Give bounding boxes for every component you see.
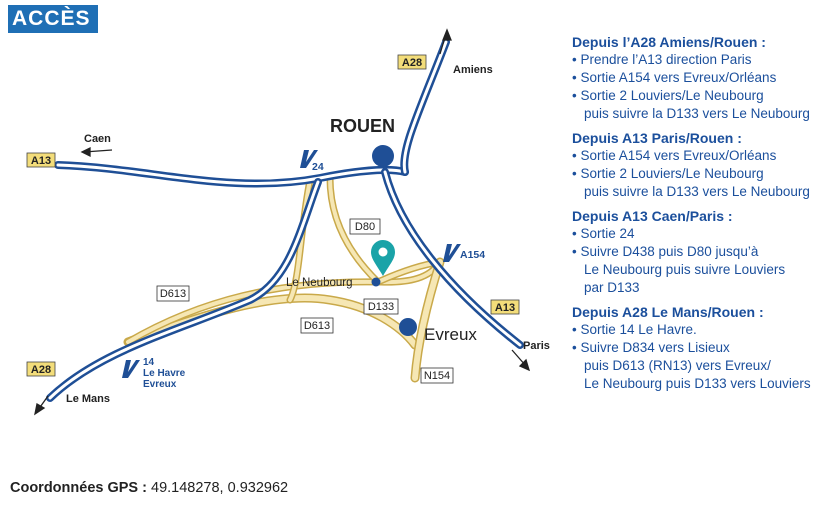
route-block: Depuis l’A28 Amiens/Rouen : • Prendre l’A…: [572, 33, 827, 123]
city-dot-rouen: [372, 145, 394, 167]
direction-label-le-mans: Le Mans: [66, 393, 110, 405]
exit-14-icon: 14 Le Havre Evreux: [122, 357, 186, 390]
exit-24-icon: 24: [300, 150, 324, 173]
label-d80: D80: [355, 221, 375, 233]
city-label-evreux: Evreux: [424, 325, 477, 344]
route-title: Depuis A13 Paris/Rouen :: [572, 130, 742, 146]
direction-label-caen: Caen: [84, 133, 111, 145]
directions-panel: Depuis l’A28 Amiens/Rouen : • Prendre l’A…: [572, 33, 827, 399]
route-step: • Sortie 2 Louviers/Le Neubourg puis sui…: [572, 88, 810, 121]
route-title: Depuis A13 Caen/Paris :: [572, 208, 733, 224]
gps-coordinates: Coordonnées GPS : 49.148278, 0.932962: [10, 480, 288, 496]
badge-a13-left: A13: [31, 155, 51, 167]
city-label-le-neubourg: Le Neubourg: [286, 277, 353, 289]
route-step: • Suivre D834 vers Lisieux puis D613 (RN…: [572, 340, 811, 391]
svg-text:Evreux: Evreux: [143, 379, 177, 390]
badge-a28-top: A28: [402, 57, 422, 69]
city-dot-evreux: [399, 318, 417, 336]
access-map: A28 A13 A13 A28 D80 D613 D613 D133 N154 …: [26, 28, 550, 416]
city-dot-le-neubourg: [371, 277, 381, 287]
page-title: ACCÈS: [8, 5, 98, 33]
svg-text:14: 14: [143, 357, 155, 368]
route-step: • Sortie A154 vers Evreux/Orléans: [572, 148, 777, 163]
label-n154: N154: [424, 370, 450, 382]
location-pin-icon: [371, 240, 395, 276]
route-block: Depuis A28 Le Mans/Rouen : • Sortie 14 Le…: [572, 303, 827, 393]
route-step: • Suivre D438 puis D80 jusqu’à Le Neubou…: [572, 244, 786, 295]
svg-text:Le Havre: Le Havre: [143, 368, 186, 379]
route-block: Depuis A13 Paris/Rouen : • Sortie A154 ve…: [572, 129, 827, 201]
label-d613-left: D613: [160, 288, 186, 300]
svg-text:A154: A154: [460, 249, 485, 261]
route-title: Depuis l’A28 Amiens/Rouen :: [572, 34, 766, 50]
route-step: • Sortie 14 Le Havre.: [572, 322, 697, 337]
route-step: • Sortie 2 Louviers/Le Neubourg puis sui…: [572, 166, 810, 199]
badge-a13-right: A13: [495, 302, 515, 314]
gps-label: Coordonnées GPS :: [10, 480, 147, 496]
label-d133: D133: [368, 301, 394, 313]
svg-text:24: 24: [312, 161, 324, 173]
route-step: • Sortie A154 vers Evreux/Orléans: [572, 70, 777, 85]
label-d613-mid: D613: [304, 320, 330, 332]
direction-label-paris: Paris: [523, 340, 550, 352]
gps-value: 49.148278, 0.932962: [151, 480, 289, 496]
route-step: • Prendre l’A13 direction Paris: [572, 52, 752, 67]
direction-label-amiens: Amiens: [453, 64, 493, 76]
route-title: Depuis A28 Le Mans/Rouen :: [572, 304, 764, 320]
route-step: • Sortie 24: [572, 226, 635, 241]
exit-a154-icon: A154: [443, 244, 485, 262]
badge-a28-bottom: A28: [31, 364, 51, 376]
route-block: Depuis A13 Caen/Paris : • Sortie 24 • Suiv…: [572, 207, 827, 297]
city-label-rouen: ROUEN: [330, 116, 395, 136]
